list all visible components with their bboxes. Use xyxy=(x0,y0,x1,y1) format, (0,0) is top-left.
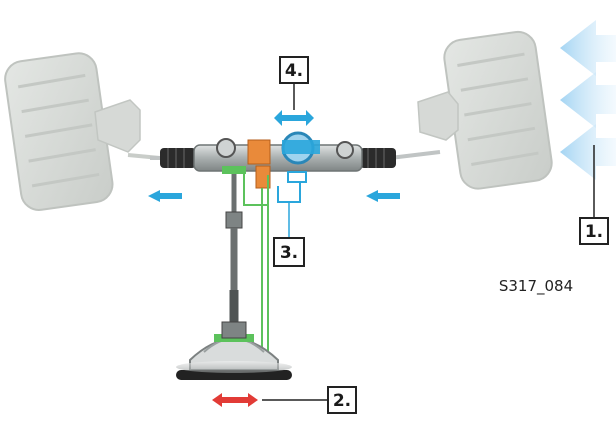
steering-column xyxy=(225,174,243,330)
wind-arrow-bottom xyxy=(560,124,616,180)
force-arrow-left xyxy=(148,190,182,202)
force-arrows xyxy=(148,110,400,202)
force-arrow-right xyxy=(366,190,400,202)
control-wiring xyxy=(277,182,301,203)
rack-mount-left xyxy=(216,138,236,158)
callout-label: 1. xyxy=(585,222,603,242)
callout-2: 2. xyxy=(262,386,357,414)
wind-arrow-top xyxy=(560,20,616,76)
callout-label: 2. xyxy=(333,391,351,411)
sensor-wiring xyxy=(243,174,269,361)
callout-3: 3. xyxy=(273,202,305,267)
right-wheel xyxy=(417,30,553,190)
wind-arrows xyxy=(560,20,616,180)
callout-label: 3. xyxy=(280,243,298,263)
left-wheel xyxy=(4,52,161,211)
torque-sensor xyxy=(222,166,246,174)
figure-code: S317_084 xyxy=(499,277,573,296)
callout-label: 4. xyxy=(285,61,303,81)
callout-4: 4. xyxy=(279,56,309,110)
wind-arrow-middle xyxy=(560,72,616,128)
steering-input-arrow xyxy=(212,393,258,407)
steering-motor xyxy=(247,139,271,165)
steering-wheel xyxy=(176,321,292,380)
rack-mount-right xyxy=(336,141,354,159)
steering-rack xyxy=(160,131,396,189)
motor-direction-arrow xyxy=(274,110,314,126)
callout-1: 1. xyxy=(579,145,609,245)
